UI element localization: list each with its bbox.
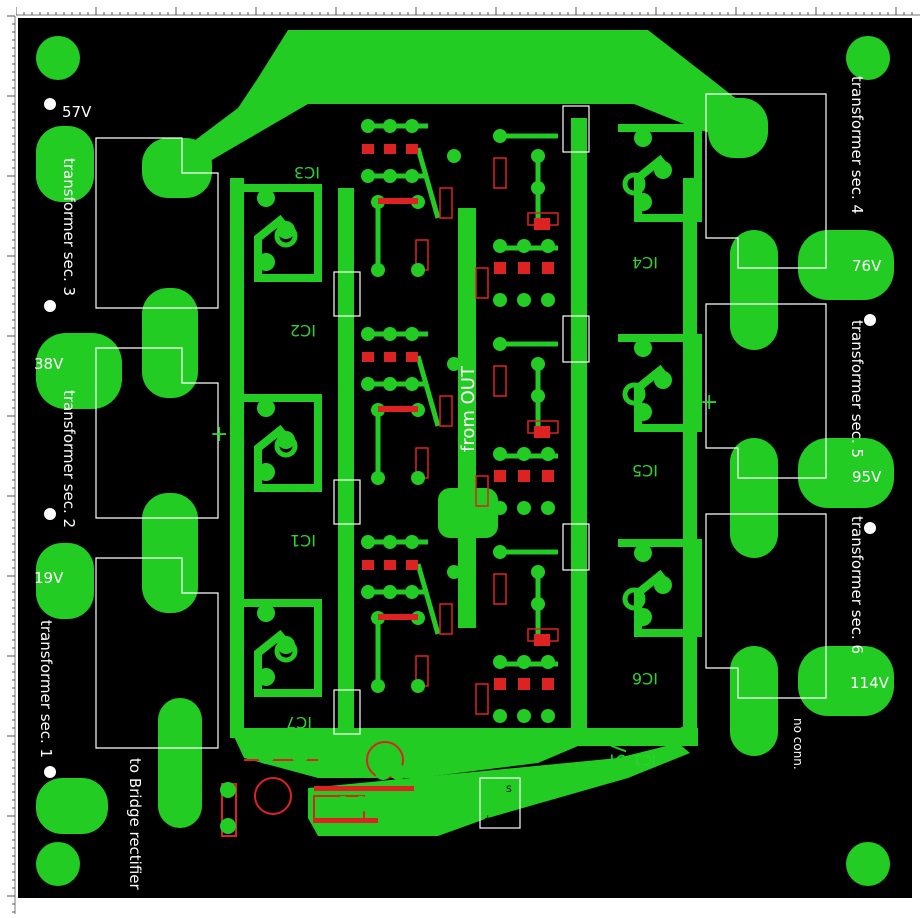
mount-hole-bl [36,842,80,886]
terminal-dot-57v [44,98,56,110]
right-inner-rail [571,118,587,738]
top-ruler-ticks [15,7,920,16]
label-ic7: IC7 [285,713,312,732]
bottom-red-bars [314,786,414,823]
label-76v: 76V [852,257,882,275]
pcb-layout [36,30,894,886]
pad-left-bridge [36,778,108,834]
pad-left-bottom [158,698,202,828]
silkscreen-outlines [95,93,827,829]
mount-hole-tl [36,36,80,80]
pad-left-mid2 [142,493,198,613]
label-12v: 12V [606,738,630,778]
label-ic3: IC3 [293,163,320,182]
pad-right-mid2 [730,438,778,558]
left-ruler-ticks [7,15,16,914]
right-rail [683,178,697,738]
label-transformer-sec4: transformer sec. 4 [848,76,866,215]
pad-left-19v [36,543,94,619]
left-ruler [0,0,16,914]
ic0-outline [333,689,361,735]
transformer-sec5-outline [705,303,827,479]
transformer-sec2-outline [95,347,219,519]
label-19v: 19V [34,569,64,587]
relay-label-plus: + [484,814,492,824]
label-95v: 95V [852,468,882,486]
label-transformer-sec3: transformer sec. 3 [60,158,78,297]
ic2-outline [333,271,361,317]
left-rail [230,178,244,738]
plus-right: + [700,390,719,415]
ic5-outline [562,315,590,363]
transformer-sec3-outline [95,137,219,309]
label-ic-small: IC1 [633,751,656,767]
label-transformer-sec6: transformer sec. 6 [848,516,866,655]
ic4-outline [562,105,590,153]
top-ruler [0,0,920,16]
pad-left-top [142,138,212,198]
left-inner-rail [338,188,354,748]
terminal-dot-sec2 [44,508,56,520]
label-ic5: IC5 [631,461,658,480]
relay-label-s2: S [506,814,512,824]
relay-label-s1: S [506,785,512,795]
relay-outline [479,777,521,829]
mounting-pads [36,36,894,886]
ic3-trace [243,184,322,282]
top-copper-pour [158,30,756,183]
pad-left-mid1 [142,288,198,398]
ic1-outline [333,479,361,525]
pad-right-top [708,98,768,158]
bottom-pads [220,726,696,834]
capacitor-c1 [254,777,292,815]
label-114v: 114V [850,674,889,692]
label-ic4: IC4 [631,253,658,272]
transformer-sec4-outline [705,93,827,269]
terminal-dot-sec5 [864,314,876,326]
transformer-sec1-outline [95,557,219,749]
terminal-dot-sec6 [864,522,876,534]
bottom-trace [230,728,698,778]
label-from-out: from OUT [458,366,479,452]
pad-right-mid3 [730,646,778,756]
copper-pours [158,30,756,836]
label-transformer-sec5: transformer sec. 5 [848,320,866,459]
ic6-trace [618,539,702,637]
terminal-dot-sec1 [44,766,56,778]
label-ic6: IC6 [631,669,658,688]
label-transformer-sec1: transformer sec. 1 [37,620,55,759]
red-bar-1 [314,786,414,791]
pad-right-mid1 [730,230,778,350]
label-to-bridge-rectifier: to Bridge rectifier [126,758,144,890]
label-57v: 57V [62,103,92,121]
label-no-conn: no conn. [791,718,805,770]
bottom-lower-pour [308,743,690,836]
pad-right-95v [798,438,894,508]
ic6-outline [562,523,590,571]
pad-left-38v [36,333,122,409]
label-ic1: IC1 [289,531,316,550]
ic4-trace [618,124,702,222]
ic1-trace [243,599,322,697]
heatsink-holes [274,172,646,663]
pad-right-76v [798,230,894,300]
mount-hole-br [846,842,890,886]
pad-left-57v [36,126,94,202]
plus-left: + [210,422,229,447]
terminal-dot-sec3 [44,300,56,312]
ic5-trace [618,334,702,432]
label-ic2: IC2 [289,321,316,340]
mount-hole-tr [846,36,890,80]
transformer-sec6-outline [705,513,827,699]
center-pad-cluster [438,488,498,538]
ic2-trace [243,394,322,492]
pcb-board: 57V 38V 19V 76V 95V 114V transformer sec… [18,18,912,898]
left-transistor-traces [243,124,702,697]
label-transformer-sec2: transformer sec. 2 [60,390,78,529]
label-38v: 38V [34,355,64,373]
center-components [361,119,559,723]
red-bar-2 [314,818,378,823]
